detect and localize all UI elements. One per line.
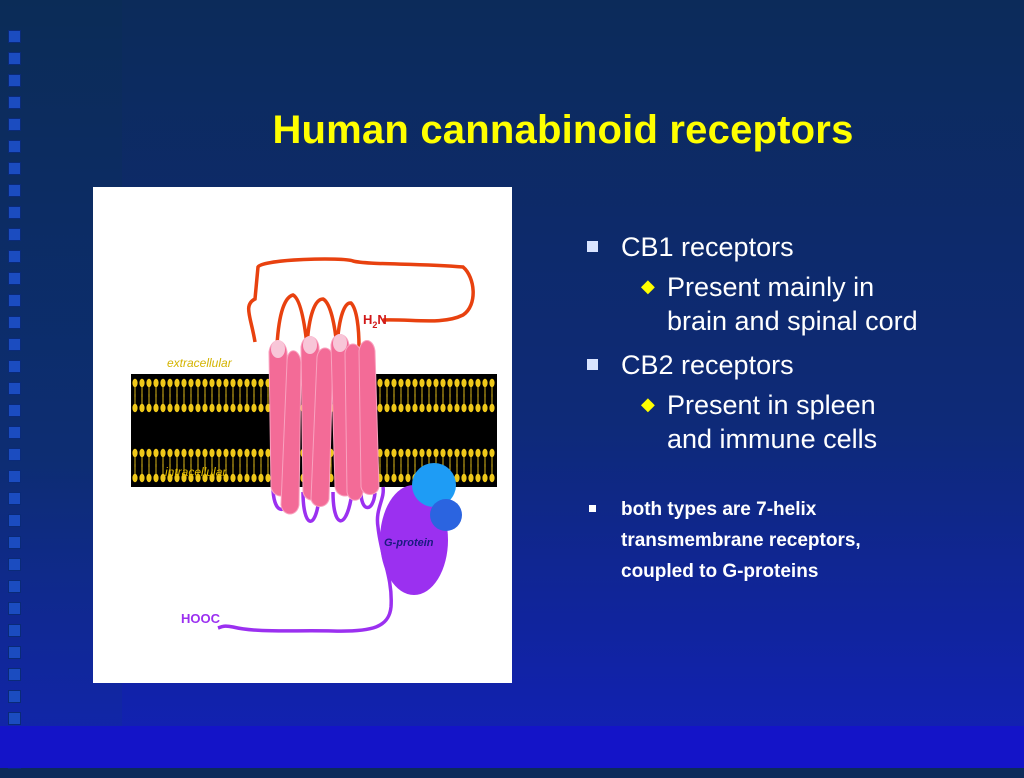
square-bullet-icon <box>587 359 598 370</box>
extracellular-label: extracellular <box>167 356 233 370</box>
g-protein-label: G-protein <box>384 537 434 549</box>
bullet-note-line3: coupled to G-proteins <box>621 561 819 582</box>
bullet-cb2: CB2 receptors <box>583 348 1003 382</box>
sub-bullet-cb2-line1: Present in spleen <box>667 390 876 420</box>
bullet-note: both types are 7-helix transmembrane rec… <box>583 494 1003 587</box>
sub-bullet-cb2-line2: and immune cells <box>667 424 878 454</box>
square-bullet-icon <box>589 505 596 512</box>
sub-bullet-cb2: ◆ Present in spleen and immune cells <box>583 388 1003 456</box>
c-terminus-label: HOOC <box>181 611 221 626</box>
intracellular-label: intracellular <box>165 465 227 479</box>
receptor-diagram-svg: extracellular intracellular H2N HOOC G-p… <box>131 257 497 633</box>
bullet-cb1-text: CB1 receptors <box>621 232 794 262</box>
bullet-list: CB1 receptors ◆ Present mainly in brain … <box>583 230 1003 587</box>
bullet-note-line1: both types are 7-helix <box>621 499 817 520</box>
sub-bullet-cb1: ◆ Present mainly in brain and spinal cor… <box>583 270 1003 338</box>
bullet-cb2-text: CB2 receptors <box>621 350 794 380</box>
receptor-diagram: extracellular intracellular H2N HOOC G-p… <box>93 187 512 683</box>
transmembrane-helices <box>268 334 380 515</box>
n-terminus-label: H2N <box>363 312 387 330</box>
bullet-note-line2: transmembrane receptors, <box>621 530 861 551</box>
extracellular-loop <box>246 257 475 343</box>
diamond-bullet-icon: ◆ <box>641 394 655 414</box>
helix-caps <box>271 334 347 358</box>
sub-bullet-cb1-line2: brain and spinal cord <box>667 306 918 336</box>
intracellular-loop <box>271 486 377 523</box>
bottom-decorative-band <box>0 726 1024 768</box>
slide-title: Human cannabinoid receptors <box>272 108 854 152</box>
extracellular-loop-small <box>275 293 361 348</box>
bullet-cb1: CB1 receptors <box>583 230 1003 264</box>
c-terminal-tail <box>217 486 393 633</box>
square-bullet-icon <box>587 241 598 252</box>
g-protein-alpha-subunit <box>412 463 456 507</box>
diamond-bullet-icon: ◆ <box>641 276 655 296</box>
sub-bullet-cb1-line1: Present mainly in <box>667 272 875 302</box>
g-protein-beta-subunit <box>430 499 462 531</box>
